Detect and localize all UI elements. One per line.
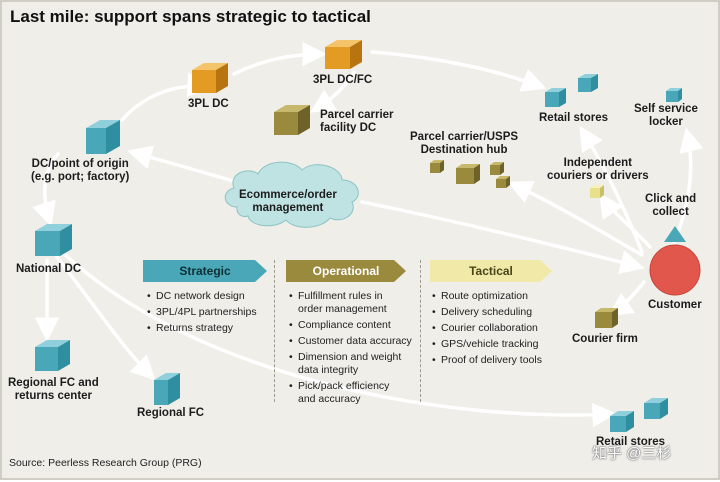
ecommerce-cloud-shape — [224, 161, 359, 228]
tactical-item: Proof of delivery tools — [432, 354, 542, 367]
operational-item: Customer data accuracy — [289, 335, 412, 348]
customer-circle — [649, 244, 701, 296]
label-3pl-dc-fc: 3PL DC/FC — [313, 74, 373, 86]
label-national-dc: National DC — [16, 263, 82, 275]
arrow-ecommerce-to-customer — [360, 200, 645, 274]
divider-2 — [420, 260, 421, 402]
label-self-service-locker: Self service locker — [634, 103, 698, 128]
cube-retail-bottom-1 — [610, 411, 634, 432]
divider-1 — [274, 260, 275, 402]
cube-3pl-dc-fc — [325, 40, 362, 69]
label-customer: Customer — [648, 299, 702, 311]
list-strategic: DC network design 3PL/4PL partnerships R… — [147, 290, 257, 338]
label-click-collect: Click and collect — [645, 193, 697, 218]
strategic-item: Returns strategy — [147, 322, 257, 335]
cube-independent-couriers — [590, 185, 604, 198]
cube-hub-1 — [430, 160, 444, 173]
cube-3pl-dc — [192, 63, 228, 93]
label-regional-fc-returns: Regional FC and returns center — [8, 377, 99, 402]
cube-regional-fc-returns — [35, 340, 70, 371]
arrow-fc-to-retail — [370, 50, 547, 92]
cube-hub-4 — [496, 176, 510, 188]
label-retail-stores-bottom: Retail stores — [596, 436, 666, 448]
cube-hub-3 — [490, 162, 504, 175]
arrow-fc-to-parcel — [309, 70, 356, 113]
strategic-item: 3PL/4PL partnerships — [147, 306, 257, 319]
source-note: Source: Peerless Research Group (PRG) — [9, 457, 202, 469]
cube-parcel-facility — [274, 105, 310, 135]
cube-hub-2 — [456, 164, 480, 184]
cube-locker — [666, 88, 682, 102]
operational-item: Compliance content — [289, 319, 412, 332]
cube-retail-top-1 — [545, 88, 566, 107]
label-destination-hub: Parcel carrier/USPS Destination hub — [410, 131, 519, 156]
arrow-customer-to-retail — [579, 125, 644, 254]
label-ecommerce: Ecommerce/order management — [239, 189, 337, 214]
cube-national-dc — [35, 224, 72, 256]
arrow-customer-to-couriers — [599, 192, 652, 249]
band-operational: Operational — [286, 260, 406, 282]
band-strategic: Strategic — [143, 260, 267, 282]
page-title: Last mile: support spans strategic to ta… — [10, 7, 371, 26]
cube-retail-top-2 — [578, 74, 598, 92]
tactical-item: GPS/vehicle tracking — [432, 338, 542, 351]
label-courier-firm: Courier firm — [572, 333, 638, 345]
cube-regional-fc — [154, 373, 180, 405]
strategic-item: DC network design — [147, 290, 257, 303]
arrow-origin-to-national — [32, 152, 60, 227]
label-dc-origin: DC/point of origin (e.g. port; factory) — [31, 158, 130, 183]
cube-dc-origin — [86, 120, 120, 154]
arrow-ecommerce-to-origin — [127, 145, 239, 184]
cube-retail-bottom-2 — [644, 398, 668, 419]
click-collect-triangle — [664, 226, 686, 242]
arrow-3pl-dc-to-fc — [232, 41, 327, 76]
cube-courier-firm — [595, 308, 618, 328]
tactical-item: Delivery scheduling — [432, 306, 542, 319]
label-3pl-dc: 3PL DC — [188, 98, 229, 110]
band-tactical: Tactical — [430, 260, 552, 282]
label-retail-stores-top: Retail stores — [539, 112, 609, 124]
label-parcel-facility: Parcel carrier facility DC — [320, 109, 394, 134]
watermark: 知乎 @三杉 — [592, 445, 672, 462]
label-regional-fc: Regional FC — [137, 407, 205, 419]
tactical-item: Courier collaboration — [432, 322, 542, 335]
arrow-national-to-regional — [55, 255, 156, 381]
label-independent-couriers: Independent couriers or drivers — [547, 157, 649, 182]
tactical-item: Route optimization — [432, 290, 542, 303]
list-tactical: Route optimization Delivery scheduling C… — [432, 290, 542, 370]
arrow-customer-to-hub — [507, 180, 644, 257]
